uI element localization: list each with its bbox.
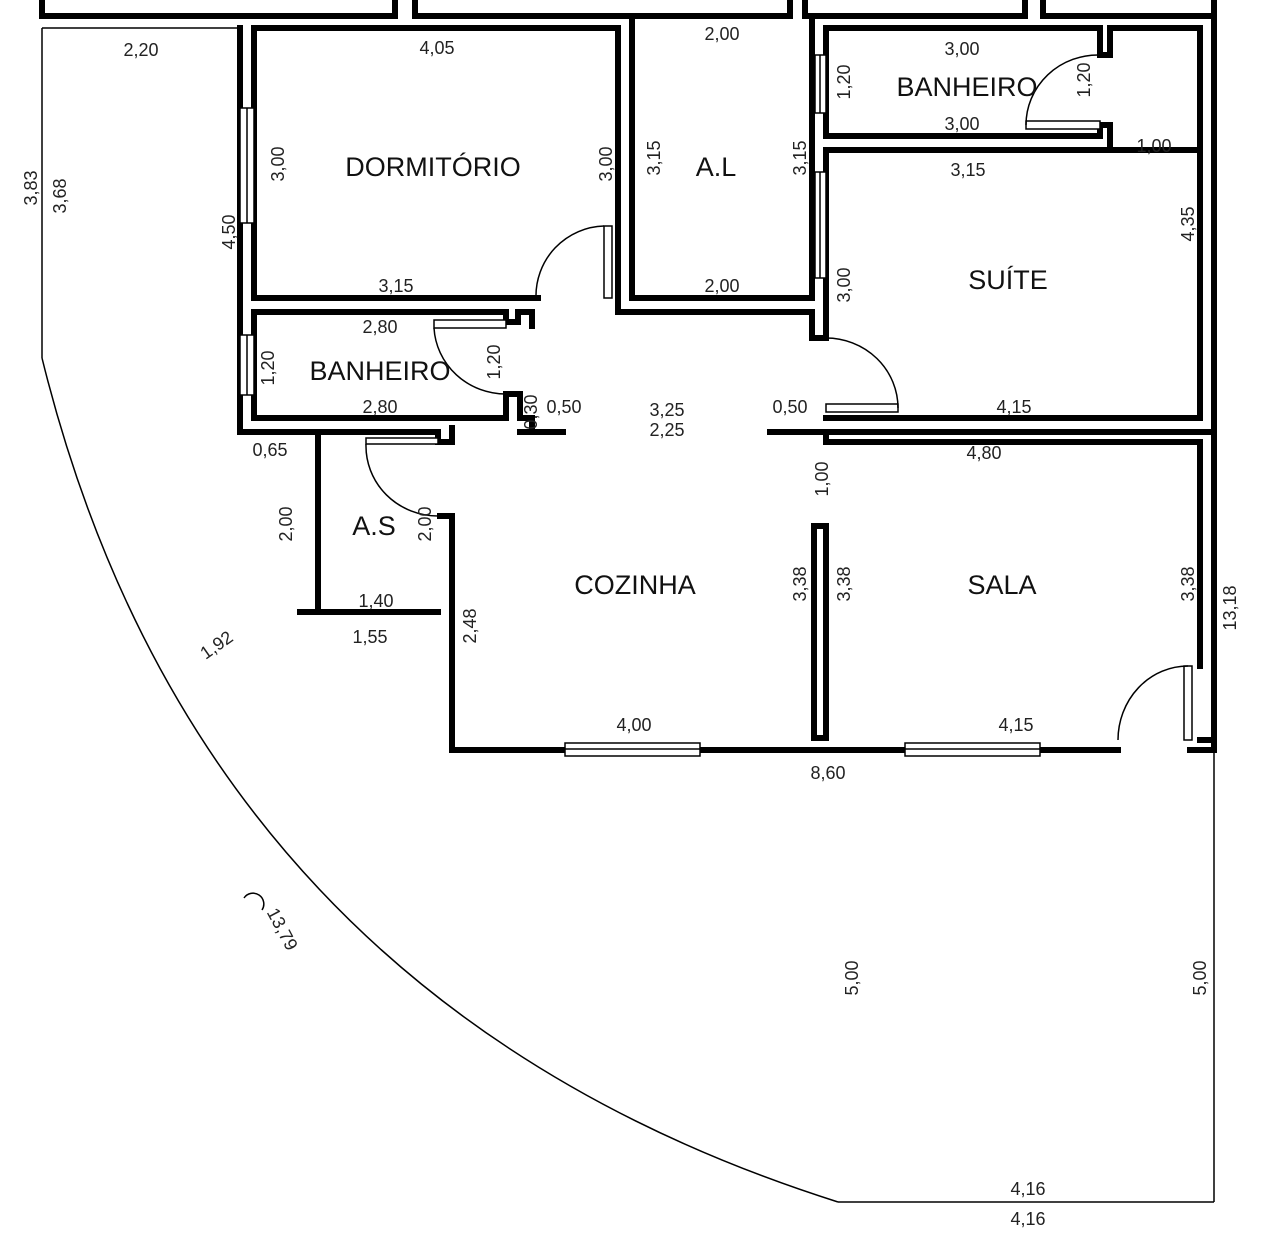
- door-dorm-leaf: [603, 225, 613, 299]
- wall-suite-bottom: [823, 147, 1203, 421]
- wall-ban-suite: [823, 25, 1203, 153]
- wall-ban-social: [251, 309, 535, 329]
- dim-label: 4,15: [998, 715, 1033, 735]
- dim-label: 3,15: [378, 276, 413, 296]
- dim-label: 5,00: [842, 960, 862, 995]
- arc-length-icon: [243, 892, 265, 911]
- dim-label: 2,80: [362, 397, 397, 417]
- dim-label: 3,38: [1178, 566, 1198, 601]
- dim-label: 4,15: [996, 397, 1031, 417]
- door-suite-leaf: [825, 403, 899, 413]
- dim-label: 2,00: [704, 276, 739, 296]
- dim-label: 13,79: [263, 905, 302, 954]
- dim-label: 3,00: [834, 267, 854, 302]
- dim-label: 8,60: [810, 763, 845, 783]
- door-ban-social-swing: [433, 327, 507, 395]
- dim-label: 0,30: [521, 394, 541, 429]
- dim-label: 2,25: [649, 420, 684, 440]
- dim-label: 4,05: [419, 38, 454, 58]
- dim-label: 4,80: [966, 443, 1001, 463]
- wall-as-left: [297, 429, 321, 615]
- room-label-banheiro-social: BANHEIRO: [309, 356, 450, 386]
- neighbour-wall: [39, 0, 398, 19]
- dim-label: 0,65: [252, 440, 287, 460]
- dim-label: 3,00: [944, 39, 979, 59]
- dim-label: 4,35: [1178, 206, 1198, 241]
- wall-kitchen-left: [437, 513, 568, 753]
- dim-label: 4,16: [1010, 1209, 1045, 1229]
- dim-label: 3,38: [834, 566, 854, 601]
- wall-ban-social-bottom: [251, 309, 535, 435]
- dim-label: 3,15: [790, 140, 810, 175]
- door-as-leaf: [365, 437, 439, 445]
- dim-label: 0,50: [772, 397, 807, 417]
- room-label-banheiro-suite: BANHEIRO: [896, 72, 1037, 102]
- dim-label: 4,50: [219, 214, 239, 249]
- neighbour-wall: [802, 0, 1028, 19]
- door-suite-swing: [825, 337, 899, 409]
- dim-label: 1,00: [1136, 136, 1171, 156]
- dim-label: 3,00: [596, 146, 616, 181]
- dim-label: 3,68: [50, 178, 70, 213]
- wall-al: [629, 13, 815, 301]
- dim-label: 2,20: [123, 40, 158, 60]
- dimension-labels: 2,20 4,05 2,00 3,00 3,00 1,00 3,15 3,15 …: [21, 24, 1240, 1229]
- dim-label: 3,38: [790, 566, 810, 601]
- room-label-suite: SUÍTE: [968, 265, 1048, 295]
- door-as-swing: [365, 443, 439, 517]
- wall-al-bottom: [615, 295, 829, 341]
- dim-label: 2,48: [460, 608, 480, 643]
- windows: [239, 54, 1041, 757]
- dim-label: 2,00: [704, 24, 739, 44]
- wall-dorm: [251, 25, 621, 301]
- dim-label: 5,00: [1190, 960, 1210, 995]
- dim-label: 1,00: [812, 461, 832, 496]
- dim-label: 2,00: [276, 506, 296, 541]
- room-labels: DORMITÓRIO A.L BANHEIRO SUÍTE BANHEIRO A…: [309, 72, 1047, 600]
- door-dorm-swing: [535, 225, 605, 299]
- lot-boundary: [41, 27, 1215, 1203]
- dim-label: 1,55: [352, 627, 387, 647]
- dim-label: 1,20: [1074, 62, 1094, 97]
- neighbour-walls-top: [39, 0, 1217, 19]
- lot-boundary-arc: [41, 357, 839, 1203]
- room-label-dormitorio: DORMITÓRIO: [345, 151, 521, 182]
- neighbour-wall: [412, 0, 793, 19]
- dim-label: 1,40: [358, 591, 393, 611]
- door-entrance-swing: [1117, 665, 1189, 741]
- dim-label: 4,00: [616, 715, 651, 735]
- dim-label: 4,16: [1010, 1179, 1045, 1199]
- wall-as-top-stub: [435, 425, 455, 445]
- dim-label: 1,20: [258, 350, 278, 385]
- room-label-area-luz: A.L: [696, 152, 737, 182]
- wall-sala-top: [823, 429, 1203, 669]
- door-ban-suite-leaf: [1025, 120, 1101, 130]
- dim-label: 1,20: [834, 64, 854, 99]
- dim-label: 2,00: [415, 506, 435, 541]
- dim-label: 3,00: [268, 146, 288, 181]
- neighbour-wall: [1040, 0, 1217, 19]
- dim-label: 3,83: [21, 170, 41, 205]
- dim-label: 2,80: [362, 317, 397, 337]
- dim-label: 1,92: [196, 627, 236, 663]
- room-label-area-servico: A.S: [352, 511, 396, 541]
- room-label-sala: SALA: [967, 570, 1036, 600]
- dim-label: 3,15: [644, 140, 664, 175]
- room-label-cozinha: COZINHA: [574, 570, 696, 600]
- door-ban-social-leaf: [433, 319, 507, 329]
- doors: [365, 54, 1193, 741]
- door-entrance-leaf: [1183, 665, 1193, 741]
- dim-label: 3,00: [944, 114, 979, 134]
- door-ban-suite-swing: [1025, 54, 1101, 126]
- wall-kitchen-sala-divider: [811, 523, 829, 741]
- dim-label: 0,50: [546, 397, 581, 417]
- dim-label: 3,25: [649, 400, 684, 420]
- dim-label: 3,15: [950, 160, 985, 180]
- dim-label: 1,20: [484, 344, 504, 379]
- dim-label: 13,18: [1220, 585, 1240, 630]
